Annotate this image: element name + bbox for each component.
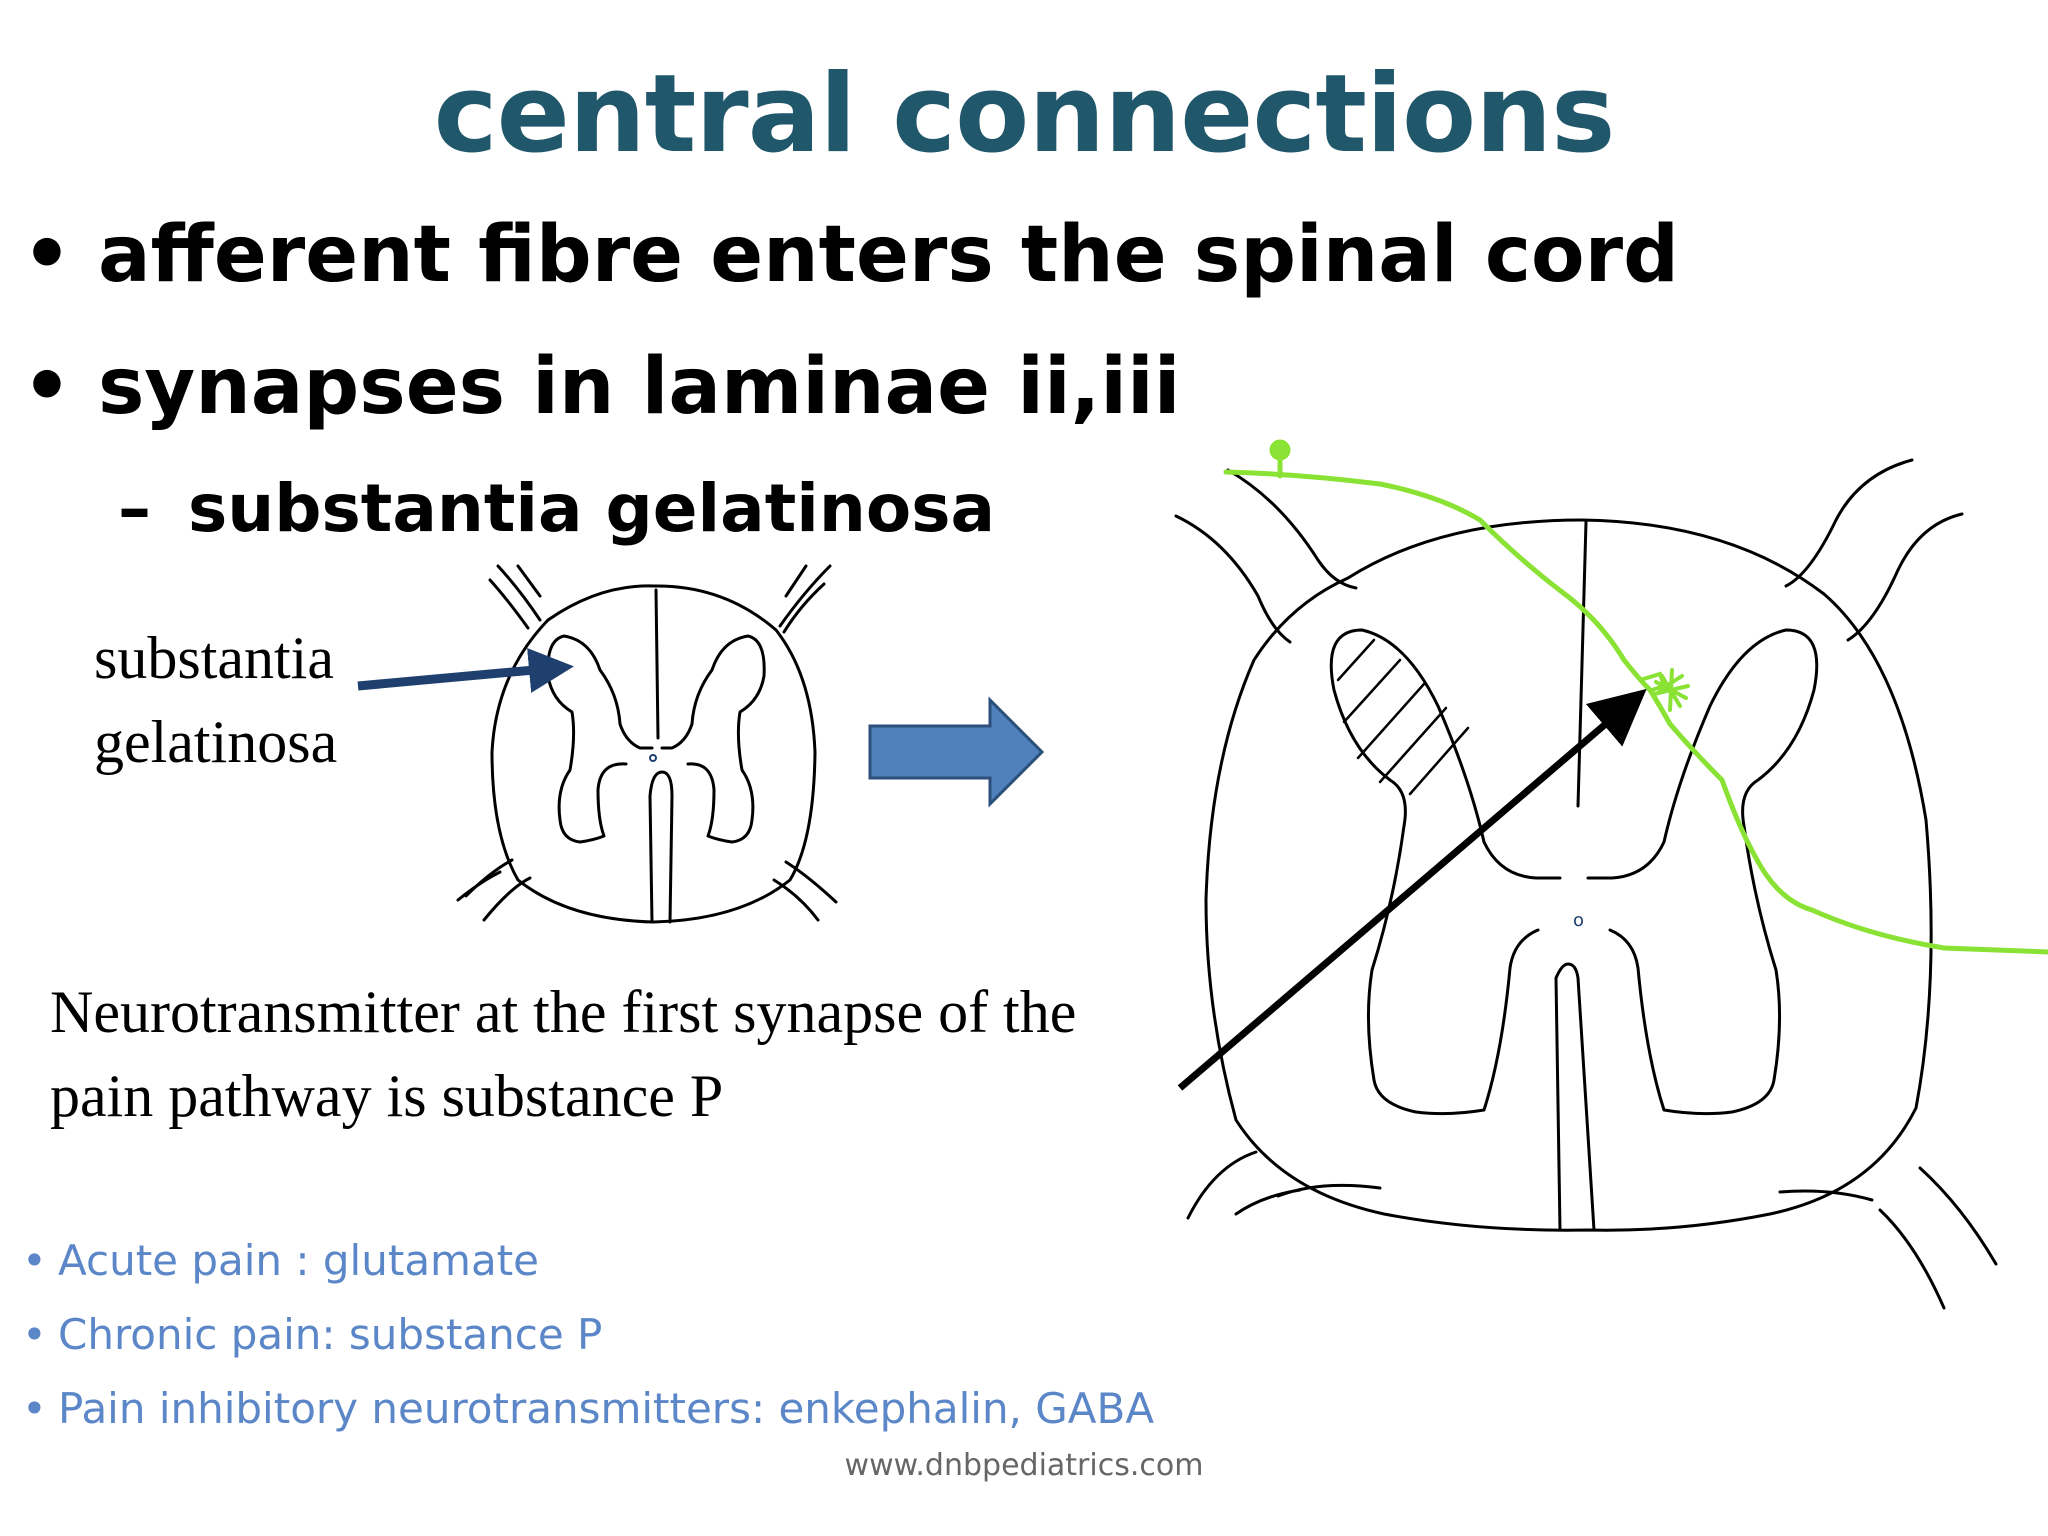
small-grey-matter-right [660, 634, 766, 844]
afferent-fibre [1223, 439, 2048, 955]
small-cord-median-fissure [648, 770, 674, 924]
statement-line-1: Neurotransmitter at the first synapse of… [50, 979, 1077, 1045]
label-pointer-arrow [357, 648, 574, 693]
large-dorsal-root-left [1174, 468, 1358, 644]
dorsal-root-ganglion [1269, 439, 1291, 461]
small-central-canal [649, 754, 657, 762]
small-grey-matter-left [546, 634, 654, 844]
bullet-marker: • [22, 342, 72, 432]
substantia-gelatinosa-label: substantia gelatinosa [94, 616, 337, 784]
hatch-lines [1336, 638, 1470, 796]
afferent-fibre-path [1223, 469, 2048, 955]
statement-line-2: pain pathway is substance P [50, 1063, 724, 1129]
small-ventral-root-left [456, 858, 532, 922]
large-grey-matter-right [1586, 628, 1819, 1116]
large-ventral-root-right [1778, 1166, 1998, 1310]
small-ventral-root-right [772, 860, 838, 922]
sub-bullet-marker: – [118, 470, 151, 547]
list-text: Acute pain : glutamate [58, 1236, 540, 1285]
small-cord-outline [490, 584, 817, 924]
small-cord-posterior-septum [654, 588, 660, 740]
list-text: Pain inhibitory neurotransmitters: enkep… [58, 1384, 1155, 1433]
synapse-star [1652, 668, 1690, 712]
label-line-2: gelatinosa [94, 709, 338, 775]
large-dorsal-root-right [1784, 458, 1964, 642]
large-cord-outline [1204, 518, 1933, 1232]
sub-bullet-text: substantia gelatinosa [187, 470, 996, 547]
large-grey-matter-left [1329, 628, 1562, 1116]
small-spinal-cord-section [456, 564, 838, 924]
synapse-terminal [1638, 671, 1667, 692]
large-ventral-root-left [1186, 1150, 1382, 1220]
list-item-inhibitory: • Pain inhibitory neurotransmitters: enk… [0, 1384, 1400, 1444]
list-item-acute-pain: • Acute pain : glutamate [0, 1236, 1400, 1296]
bullet-synapses-laminae: • synapses in laminae ii,iii [0, 342, 1500, 442]
list-marker: • [22, 1310, 47, 1359]
synapse-pointer-arrow [1177, 688, 1647, 1091]
bullet-text: synapses in laminae ii,iii [98, 342, 1181, 432]
large-spinal-cord-section [1174, 458, 1998, 1310]
bullet-afferent-fibre: • afferent fibre enters the spinal cord [0, 210, 1679, 310]
small-dorsal-root-left [488, 564, 542, 630]
label-line-1: substantia [94, 625, 334, 691]
footer-url: www.dnbpediatrics.com [844, 1448, 1204, 1483]
list-text: Chronic pain: substance P [58, 1310, 603, 1359]
large-cord-posterior-septum [1576, 520, 1588, 808]
large-cord-median-fissure [1554, 962, 1596, 1232]
bullet-marker: • [22, 210, 72, 300]
central-canal-label: o [1573, 910, 1584, 931]
block-arrow [868, 696, 1045, 808]
small-dorsal-root-right [778, 564, 832, 634]
list-marker: • [22, 1236, 47, 1285]
neurotransmitter-statement: Neurotransmitter at the first synapse of… [50, 970, 1076, 1138]
list-marker: • [22, 1384, 47, 1433]
sub-bullet-substantia-gelatinosa: – substantia gelatinosa [118, 470, 995, 547]
slide-title: central connections [433, 52, 1616, 177]
bullet-text: afferent fibre enters the spinal cord [98, 210, 1679, 300]
list-item-chronic-pain: • Chronic pain: substance P [0, 1310, 1400, 1370]
